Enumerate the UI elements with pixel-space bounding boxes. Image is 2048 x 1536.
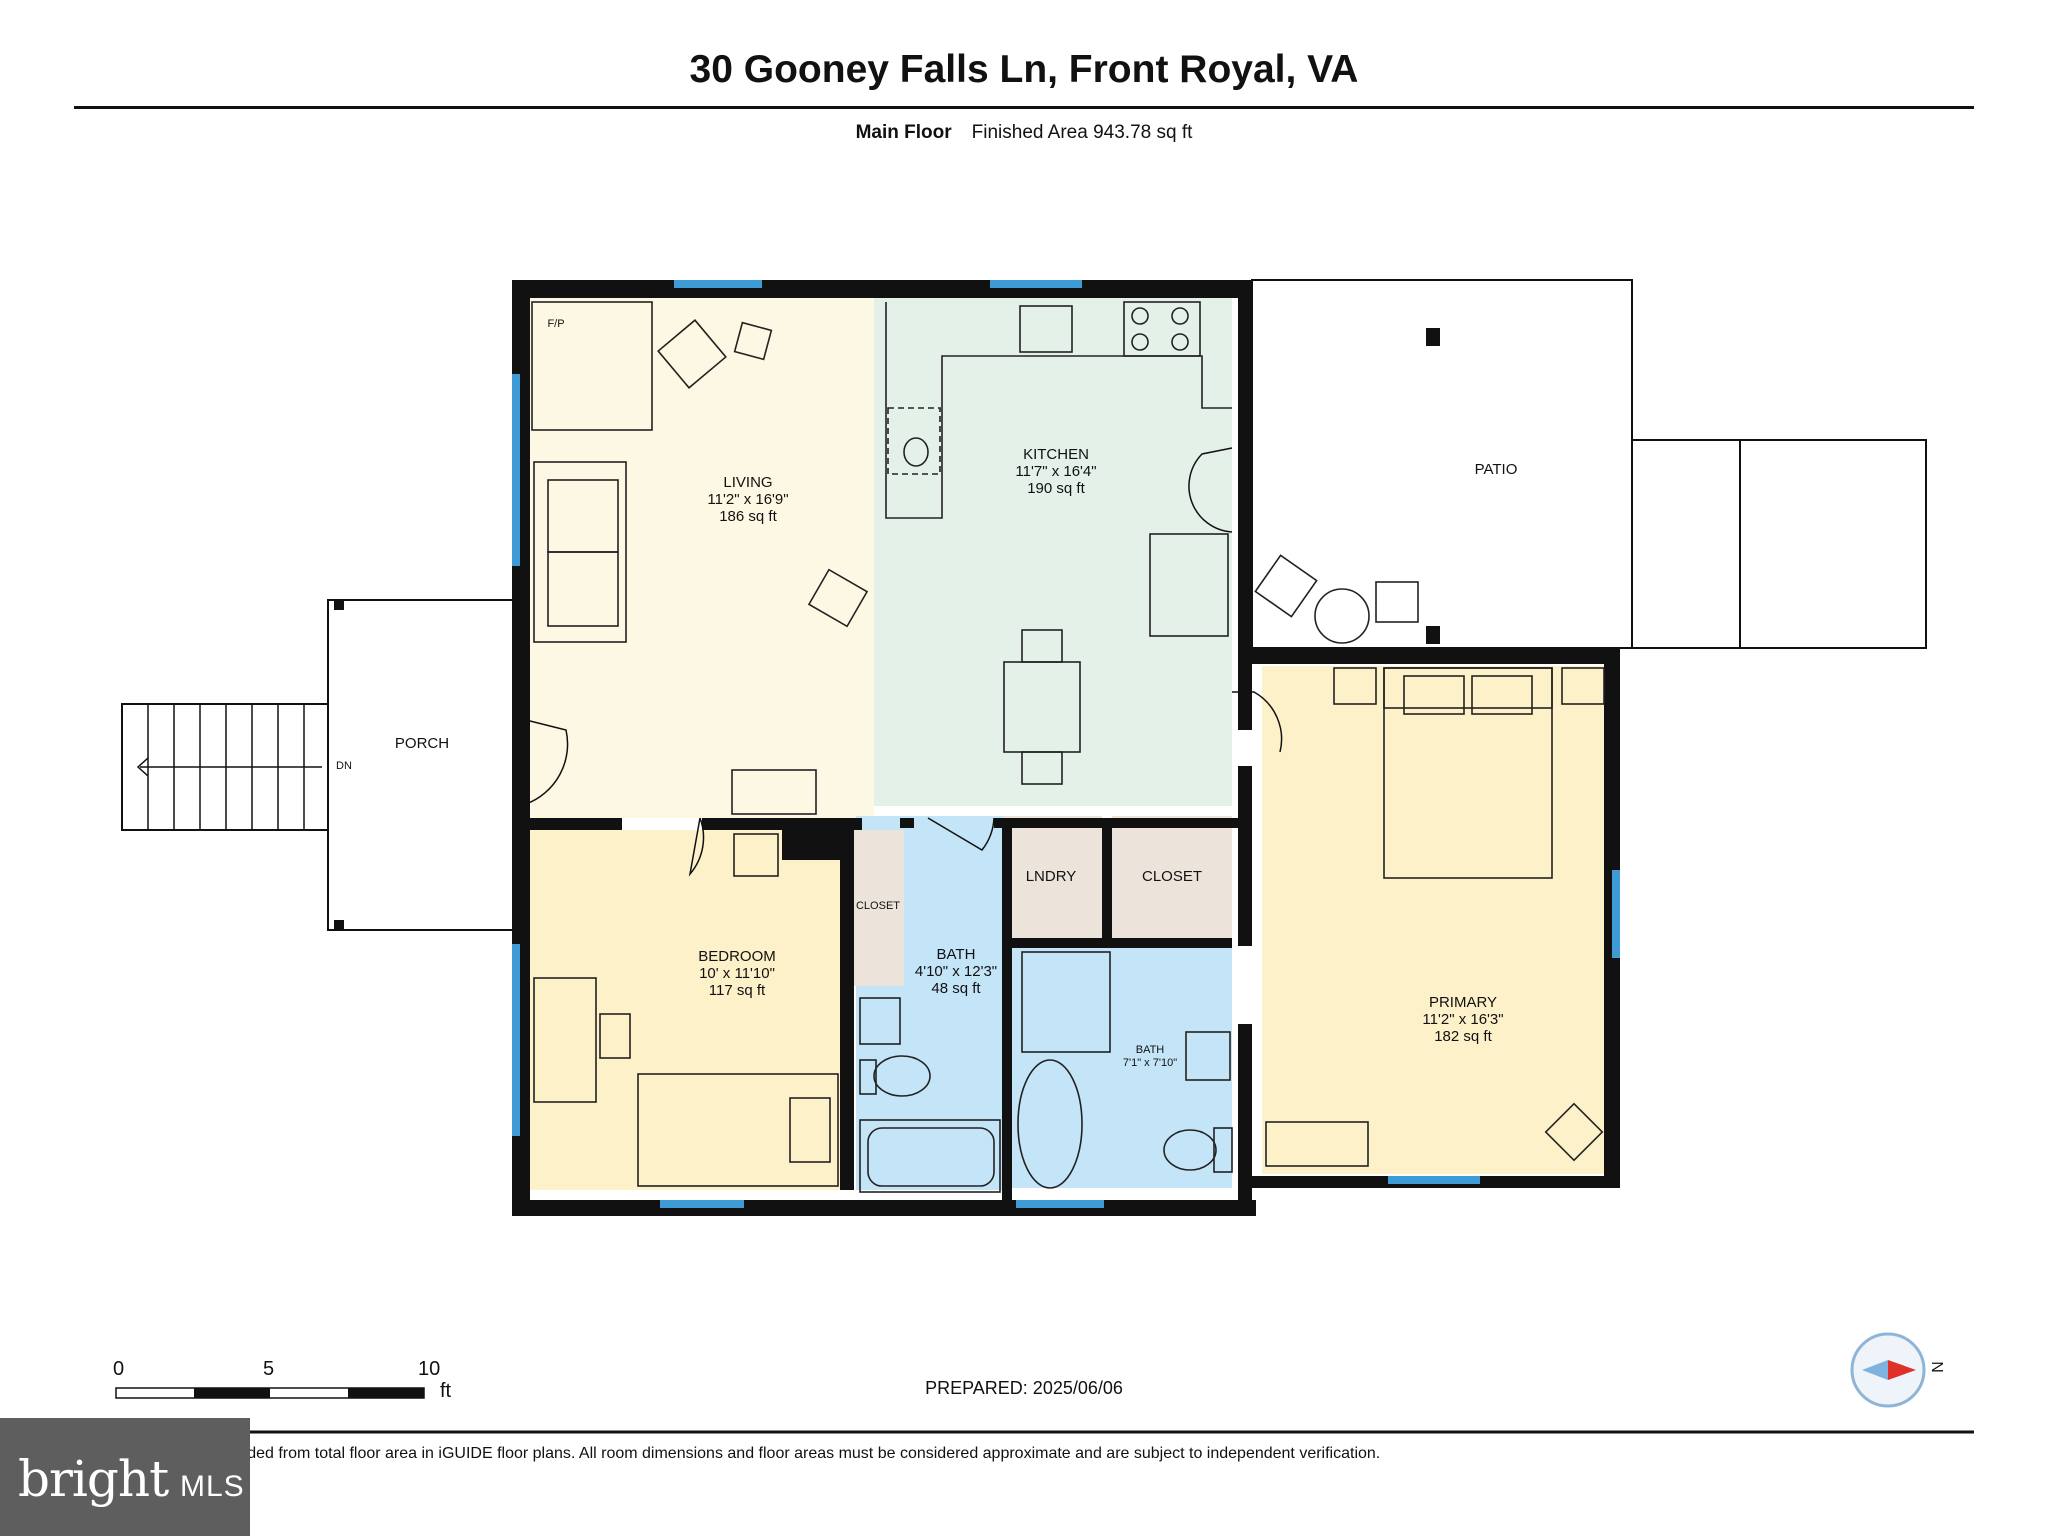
stairs-outline	[121, 703, 329, 831]
outdoor-areas	[121, 279, 1927, 931]
scale-bar	[115, 1387, 425, 1399]
room-name: PRIMARY	[1428, 994, 1498, 1011]
logo-suffix: MLS	[180, 1470, 245, 1503]
compass-icon	[1850, 1332, 1926, 1408]
disclaimer: White regions are excluded from total fl…	[80, 1445, 1381, 1462]
room-patio: PATIO	[1474, 461, 1518, 478]
ottoman	[807, 568, 869, 628]
compass-label: N	[1927, 1361, 1945, 1373]
room-closet-small: CLOSET	[855, 900, 901, 912]
room-name: KITCHEN	[1023, 446, 1089, 463]
living-fill	[526, 298, 874, 818]
finished-area: Finished Area 943.78 sq ft	[971, 122, 1193, 143]
room-dims: 7'1" x 7'10"	[1122, 1057, 1178, 1069]
room-area: 117 sq ft	[708, 982, 766, 999]
floor-name: Main Floor	[855, 122, 952, 143]
kitchen-sink	[1019, 305, 1073, 353]
room-porch: PORCH	[394, 735, 450, 752]
nightstand-left	[1333, 667, 1377, 705]
closet-main-fill	[1112, 816, 1232, 938]
sofa	[533, 461, 627, 643]
bath2-fill	[1012, 948, 1232, 1188]
fridge	[1149, 533, 1229, 637]
patio-ext-b	[1739, 439, 1927, 649]
room-bath-2: BATH 7'1" x 7'10"	[1123, 1044, 1177, 1070]
soaking-tub	[1017, 1059, 1083, 1189]
room-dims: 11'7" x 16'4"	[1015, 463, 1097, 480]
nightstand-right	[1561, 667, 1605, 705]
room-area: 190 sq ft	[1027, 480, 1085, 497]
patio-ext-a	[1631, 439, 1741, 649]
desk	[533, 977, 597, 1103]
room-dims: 4'10" x 12'3"	[914, 963, 998, 980]
nightstand	[733, 833, 779, 877]
room-fills	[526, 298, 1612, 1190]
dresser	[1265, 1121, 1369, 1167]
room-living: LIVING 11'2" x 16'9" 186 sq ft	[707, 474, 788, 525]
room-area: 182 sq ft	[1434, 1028, 1492, 1045]
bright-mls-logo: bright MLS	[0, 1418, 250, 1536]
laundry-fill	[1004, 816, 1102, 938]
posts	[334, 328, 1440, 930]
page-title: 30 Gooney Falls Ln, Front Royal, VA	[689, 48, 1359, 91]
patio-table	[1314, 588, 1370, 644]
floor-subtitle: Main Floor Finished Area 943.78 sq ft	[0, 122, 2048, 144]
closet-small-fill	[854, 830, 904, 986]
dishwasher	[887, 407, 941, 475]
room-closet: CLOSET	[1141, 868, 1203, 885]
armchair	[657, 319, 727, 389]
room-name: LIVING	[723, 474, 773, 491]
fixtures	[531, 301, 1605, 1193]
room-name: BATH	[936, 946, 976, 963]
side-table	[733, 321, 773, 361]
prepared-date: PREPARED: 2025/06/06	[925, 1378, 1123, 1398]
room-primary: PRIMARY 11'2" x 16'3" 182 sq ft	[1422, 994, 1503, 1045]
bath1-toilet	[873, 1055, 931, 1097]
room-kitchen: KITCHEN 11'7" x 16'4" 190 sq ft	[1015, 446, 1096, 497]
doors	[525, 447, 1283, 877]
scale-tick-5: 5	[263, 1358, 275, 1380]
scale-unit: ft	[440, 1380, 452, 1402]
fireplace-hearth	[531, 301, 653, 431]
scale-tick-10: 10	[418, 1358, 441, 1380]
room-dims: 11'2" x 16'9"	[707, 491, 789, 508]
header-rule	[74, 106, 1974, 109]
patio-chair-2	[1375, 581, 1419, 623]
room-dims: 11'2" x 16'3"	[1422, 1011, 1504, 1028]
bedroom-bed	[637, 1073, 839, 1187]
room-bath-1: BATH 4'10" x 12'3" 48 sq ft	[915, 946, 997, 997]
patio-chair	[1254, 554, 1318, 618]
kitchen-counter	[885, 302, 1232, 519]
bedroom-fill	[526, 830, 842, 1190]
windows	[512, 280, 1620, 1208]
bath2-toilet	[1163, 1129, 1217, 1171]
stair-treads	[136, 704, 322, 830]
fireplace-label: F/P	[547, 318, 565, 330]
kitchen-fill	[874, 298, 1232, 806]
bath1-tub	[859, 1119, 1001, 1193]
scale-tick-0: 0	[113, 1358, 125, 1380]
room-name: BEDROOM	[698, 948, 776, 965]
room-dims: 10' x 11'10"	[699, 965, 775, 982]
primary-fill	[1262, 666, 1612, 1174]
logo-brand: bright	[18, 1450, 169, 1508]
room-area: 48 sq ft	[931, 980, 981, 997]
room-area: 186 sq ft	[719, 508, 777, 525]
bath2-sink	[1185, 1031, 1231, 1081]
stairs-down-label: DN	[336, 760, 352, 772]
primary-chair	[1544, 1102, 1604, 1162]
range	[1123, 301, 1201, 357]
room-name: BATH	[1135, 1044, 1165, 1056]
room-bedroom: BEDROOM 10' x 11'10" 117 sq ft	[698, 948, 776, 999]
porch-outline	[327, 599, 512, 931]
room-laundry: LNDRY	[1025, 868, 1077, 885]
bath1-sink	[859, 997, 901, 1045]
shower	[1021, 951, 1111, 1053]
tv-console	[731, 769, 817, 815]
